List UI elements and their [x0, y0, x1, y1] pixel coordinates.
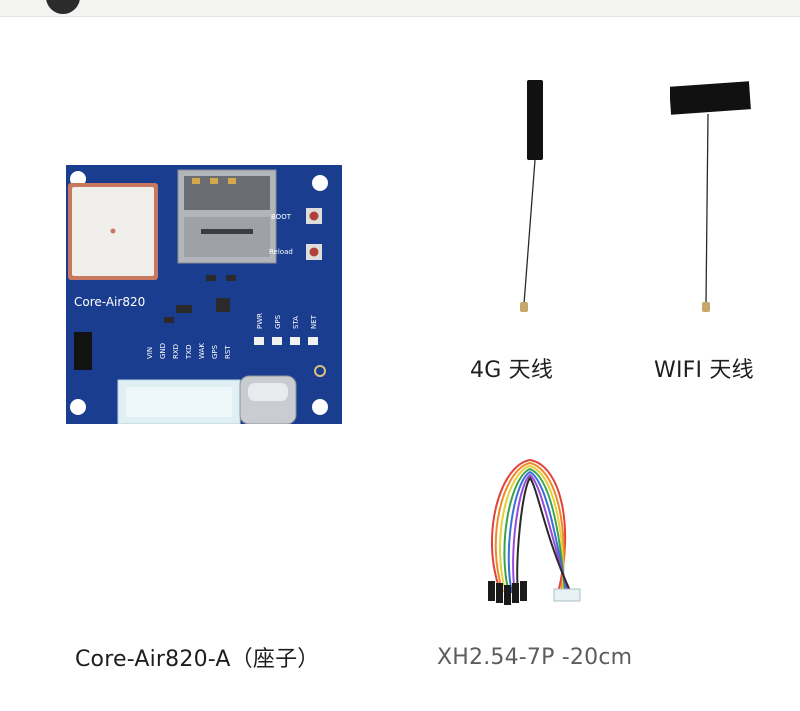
antenna-wifi-image: [670, 81, 751, 312]
reload-label: Reload: [269, 248, 293, 256]
antenna-4g-image: [520, 80, 543, 312]
caption-core-air820-module: Core-Air820-A（座子）: [75, 647, 320, 672]
pin-label: TXD: [185, 345, 193, 360]
ufl-connector: [520, 302, 528, 312]
pin-label: GPS: [211, 344, 219, 359]
boot-label: BOOT: [271, 213, 292, 221]
antenna-4g-body: [527, 80, 543, 160]
pin-label: RXD: [172, 344, 180, 359]
caption-wifi-antenna: WIFI 天线: [654, 358, 754, 383]
led-label: STA: [292, 316, 300, 329]
xh254-cable-image: [488, 458, 581, 605]
pin-label: VIN: [146, 347, 154, 359]
smd-component: [74, 332, 92, 370]
mounting-hole: [312, 399, 328, 415]
led-label: GPS: [274, 314, 282, 329]
ufl-connector: [702, 302, 710, 312]
led-label: NET: [310, 314, 318, 329]
dupont-pin: [496, 583, 503, 603]
dupont-pin: [488, 581, 495, 601]
antenna-wifi-body: [670, 81, 751, 115]
pin-label: WAK: [198, 343, 206, 359]
core-air820-board-image: BOOT Reload Core-Air820 VIN GND RXD TXD …: [66, 165, 342, 424]
dupont-pin: [512, 583, 519, 603]
pin-label: GND: [159, 343, 167, 359]
mounting-hole: [70, 399, 86, 415]
board-name-label: Core-Air820: [74, 295, 145, 309]
top-bar: [0, 0, 800, 17]
pin-label: RST: [224, 345, 232, 359]
caption-4g-antenna: 4G 天线: [470, 358, 554, 383]
xh-plug: [553, 588, 581, 602]
corner-avatar: [46, 0, 80, 14]
led-label: PWR: [256, 313, 264, 329]
dupont-pin: [520, 581, 527, 601]
dupont-pin: [504, 585, 511, 605]
caption-cable: XH2.54-7P -20cm: [437, 645, 633, 670]
mounting-hole: [312, 175, 328, 191]
